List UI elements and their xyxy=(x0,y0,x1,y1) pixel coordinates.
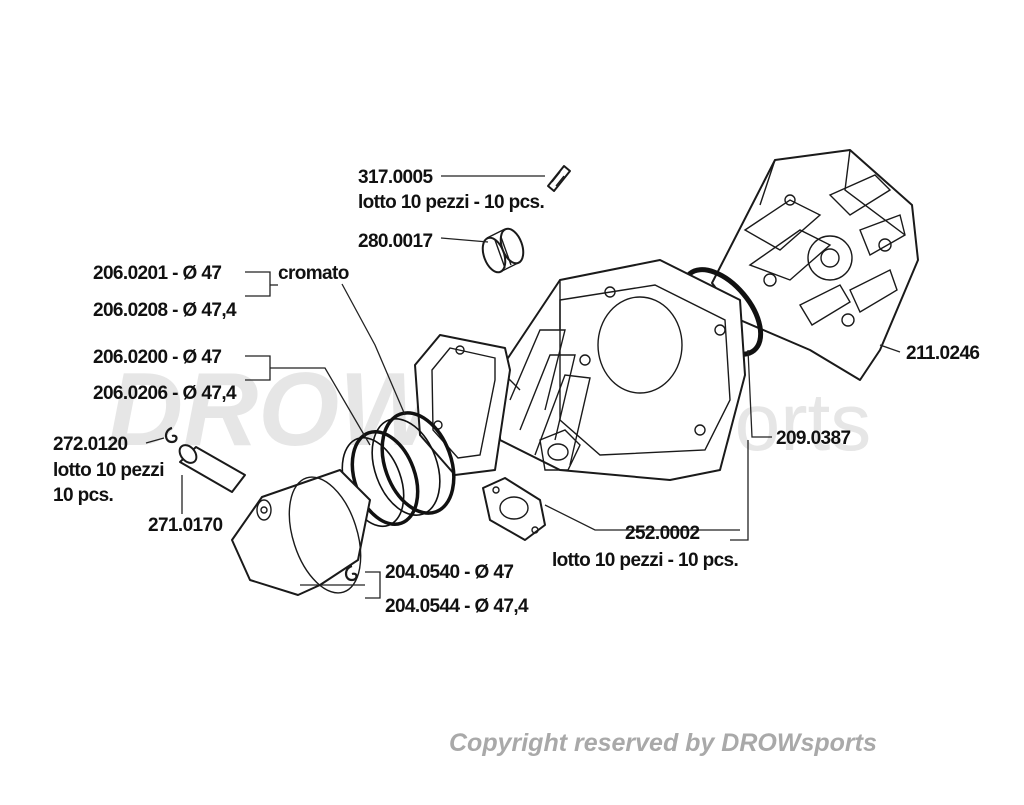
copyright-notice: Copyright reserved by DROWsports xyxy=(449,729,877,757)
piston xyxy=(231,469,371,596)
label-piston-47: 204.0540 - Ø 47 xyxy=(385,562,513,583)
label-gasket-code: 252.0002 xyxy=(625,523,699,544)
label-piston-474: 204.0544 - Ø 47,4 xyxy=(385,596,529,617)
label-pin-code: 271.0170 xyxy=(148,515,222,536)
label-stud-qty: lotto 10 pezzi - 10 pcs. xyxy=(358,192,544,213)
label-bearing-code: 280.0017 xyxy=(358,231,432,252)
stud xyxy=(547,165,571,192)
label-clip-code: 272.0120 xyxy=(53,434,127,455)
pin-clip xyxy=(164,426,178,444)
label-gasket-qty: lotto 10 pezzi - 10 pcs. xyxy=(552,550,738,571)
label-clip-qty-2: 10 pcs. xyxy=(53,485,113,506)
piston-rings xyxy=(341,411,456,528)
label-ring-chrome-474: 206.0208 - Ø 47,4 xyxy=(93,300,237,321)
piston-pin xyxy=(178,444,246,493)
label-clip-qty-1: lotto 10 pezzi xyxy=(53,460,164,481)
part-labels: 317.0005 lotto 10 pezzi - 10 pcs. 280.00… xyxy=(53,167,980,617)
label-ring-47: 206.0200 - Ø 47 xyxy=(93,347,221,368)
leader-lines xyxy=(145,175,901,599)
label-cylinder-code: 209.0387 xyxy=(776,428,850,449)
label-stud-code: 317.0005 xyxy=(358,167,433,188)
label-ring-474: 206.0206 - Ø 47,4 xyxy=(93,383,237,404)
cylinder xyxy=(499,259,746,481)
label-ring-chrome-note: cromato xyxy=(278,263,349,284)
label-ring-chrome-47: 206.0201 - Ø 47 xyxy=(93,263,221,284)
needle-bearing xyxy=(481,227,525,274)
exhaust-gasket xyxy=(482,477,546,541)
piston-clip xyxy=(344,564,358,582)
cylinder-head xyxy=(711,149,919,381)
label-head-code: 211.0246 xyxy=(906,343,979,364)
watermark-brand: DROW xyxy=(108,352,445,468)
